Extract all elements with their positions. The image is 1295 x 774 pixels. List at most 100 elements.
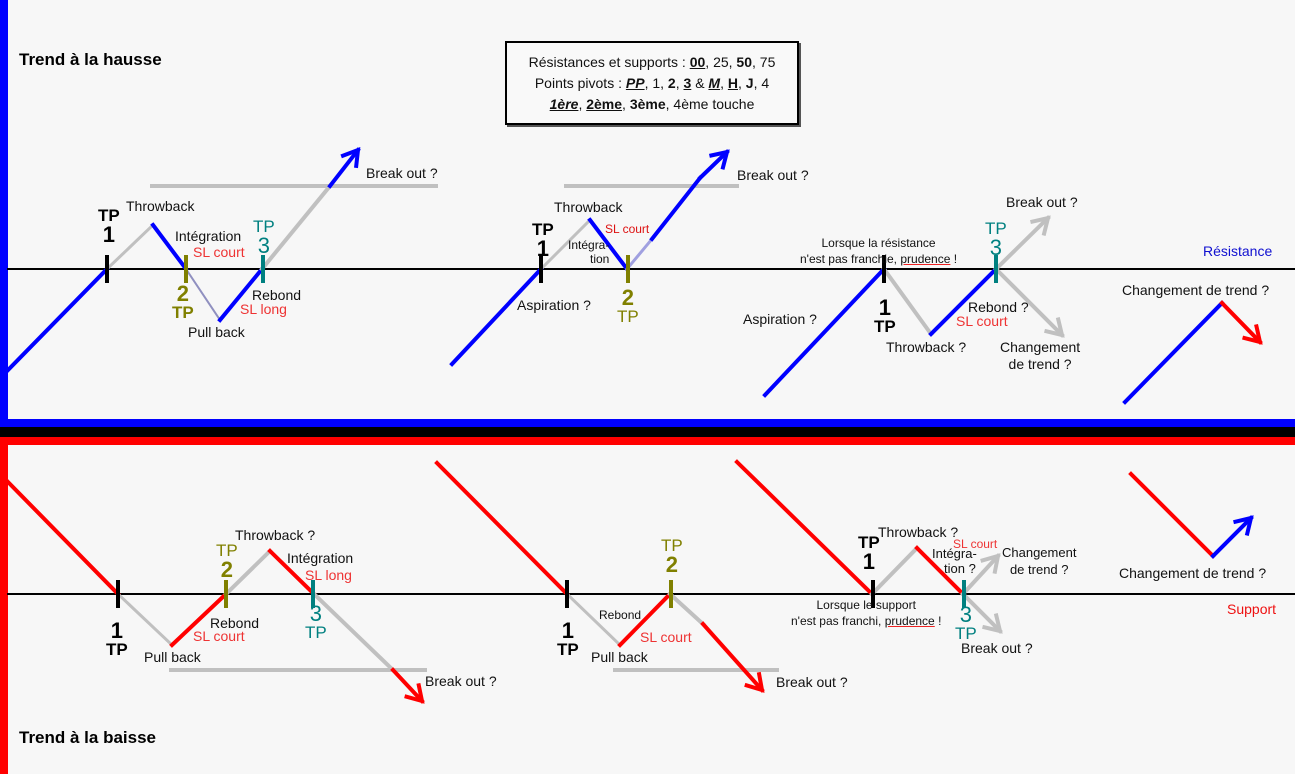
tp-prefix: TP bbox=[172, 303, 194, 322]
pullback-leg bbox=[564, 591, 623, 648]
projection-leg bbox=[104, 222, 156, 272]
pullback-extension bbox=[184, 267, 222, 322]
downtrend-leg bbox=[5, 479, 121, 597]
tp-number: 2 bbox=[621, 285, 634, 310]
note-support-caution: Lorsque le support n'est pas franchi, pr… bbox=[791, 597, 941, 629]
legend-pivot-j: J bbox=[745, 75, 754, 91]
breakout-arrow-head bbox=[708, 149, 730, 170]
tp-number: 1 bbox=[862, 549, 875, 574]
label-aspiration: Aspiration ? bbox=[743, 311, 817, 327]
downtrend-leg bbox=[434, 460, 570, 597]
legend-pivot-3: 3 bbox=[683, 75, 692, 91]
trend-change-arrow bbox=[960, 553, 1001, 597]
breakout-arrow bbox=[327, 147, 361, 189]
label-integration: Intégration bbox=[287, 550, 354, 566]
label-break-out: Break out ? bbox=[425, 673, 497, 689]
tp-prefix: TP bbox=[955, 624, 977, 643]
legend-level-50: 50 bbox=[736, 54, 752, 70]
integration-leg bbox=[267, 548, 317, 597]
legend-level-25: 25 bbox=[713, 54, 729, 70]
label-integration-line1: Intégra- bbox=[568, 238, 610, 252]
label-integration-line2: tion bbox=[590, 252, 610, 266]
legend-touch-4: 4ème touche bbox=[673, 96, 755, 112]
pullback-leg bbox=[587, 217, 630, 272]
trend-change-arrow bbox=[1219, 300, 1263, 345]
downtrend-leg bbox=[1128, 471, 1216, 559]
tp-prefix: TP bbox=[858, 533, 880, 552]
trend-change-arrow-head bbox=[1242, 324, 1263, 345]
uptrend-panel-title: Trend à la hausse bbox=[19, 50, 162, 69]
downtrend-border-left bbox=[0, 437, 8, 774]
downtrend-border-top bbox=[0, 437, 1295, 445]
uptrend-leg bbox=[762, 266, 887, 398]
breakout-arrow-head bbox=[744, 671, 765, 693]
tp-prefix: TP bbox=[532, 220, 554, 239]
label-break-out: Break out ? bbox=[1006, 194, 1078, 210]
tp-prefix: TP bbox=[874, 317, 896, 336]
label-rebond: Rebond bbox=[599, 608, 642, 622]
tp-number: 2 bbox=[176, 281, 189, 306]
tp-number: 3 bbox=[257, 233, 270, 258]
label-break-out: Break out ? bbox=[776, 674, 848, 690]
tp-number: 1 bbox=[536, 236, 549, 261]
breakout-arrow-head bbox=[340, 146, 361, 169]
projection-leg bbox=[259, 183, 333, 272]
breakout-arrow-head bbox=[404, 682, 425, 704]
integration-leg bbox=[914, 545, 966, 597]
label-line: de trend ? bbox=[1009, 562, 1069, 577]
label-integration: Intégra-tion bbox=[564, 238, 609, 266]
breakout-arrow bbox=[960, 591, 1003, 634]
tp-number: 3 bbox=[309, 601, 322, 626]
legend-touch-3: 3ème bbox=[629, 96, 666, 112]
support-label: Support bbox=[1227, 601, 1277, 617]
tp-number: 3 bbox=[959, 602, 972, 627]
rebound-leg bbox=[928, 266, 999, 337]
label-sl-court: SL court bbox=[640, 629, 692, 645]
projection-leg bbox=[311, 591, 396, 673]
label-sl-court: SL court bbox=[193, 628, 245, 644]
legend-box: Résistances et supports : 00, 25, 50, 75… bbox=[505, 41, 799, 125]
breakout-arrow bbox=[993, 215, 1051, 272]
label-integration: Intégra-tion ? bbox=[932, 546, 977, 576]
legend-pivots-prefix: Points pivots : bbox=[534, 75, 626, 91]
throwback-leg bbox=[869, 545, 920, 597]
downtrend-leg bbox=[734, 459, 875, 597]
label-sl-court: SL court bbox=[953, 537, 998, 551]
label-throwback: Throwback ? bbox=[886, 339, 967, 355]
tp-number: 1 bbox=[878, 295, 891, 320]
label-break-out: Break out ? bbox=[737, 167, 809, 183]
rebound-leg bbox=[169, 591, 229, 648]
trend-change-arrow bbox=[1210, 515, 1254, 559]
label-trend-change: Changement de trend ? bbox=[1119, 565, 1267, 581]
projection-leg bbox=[624, 236, 655, 272]
legend-pivot-4: 4 bbox=[761, 75, 770, 91]
note-text: n'est pas franchi, bbox=[791, 614, 885, 628]
label-line: Changement bbox=[1002, 545, 1077, 560]
label-throwback: Throwback ? bbox=[235, 527, 316, 543]
label-sl-court: SL court bbox=[193, 244, 245, 260]
note-text: n'est pas franchie, bbox=[800, 252, 901, 266]
label-throwback: Throwback bbox=[126, 198, 195, 214]
label-rebond: Rebond bbox=[252, 287, 302, 303]
panel-divider bbox=[0, 427, 1295, 437]
note-resistance-caution: Lorsque la résistance n'est pas franchie… bbox=[800, 235, 957, 267]
legend-pivot-2: 2 bbox=[667, 75, 676, 91]
legend-line-touches: 1ère, 2ème, 3ème, 4ème touche bbox=[549, 96, 755, 112]
uptrend-border-bottom bbox=[0, 419, 1295, 427]
tp-number: 1 bbox=[110, 618, 123, 643]
uptrend-leg bbox=[649, 175, 703, 242]
label-break-out: Break out ? bbox=[366, 165, 438, 181]
rebound-leg bbox=[217, 266, 265, 323]
uptrend-leg bbox=[5, 266, 110, 373]
legend-ampersand: & bbox=[695, 75, 705, 91]
resistance-label: Résistance bbox=[1203, 243, 1273, 259]
legend-pivot-pp: PP bbox=[625, 75, 645, 91]
label-sl-court: SL court bbox=[956, 313, 1008, 329]
legend-pivot-m: M bbox=[708, 75, 721, 91]
